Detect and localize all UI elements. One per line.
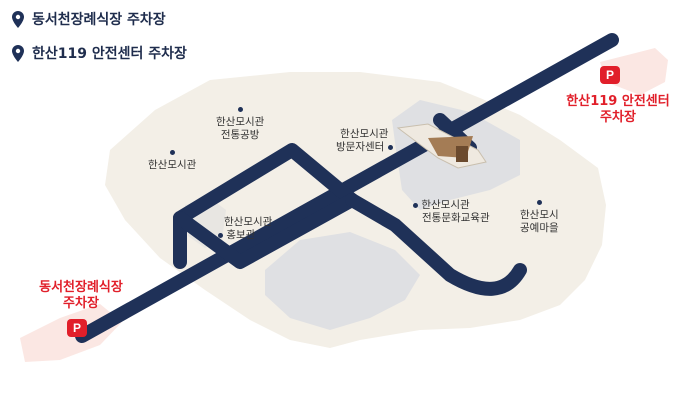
roads: [75, 33, 619, 343]
legend-item-safety-center[interactable]: 한산119 안전센터 주차장: [12, 42, 187, 64]
location-dot-icon: [387, 144, 393, 150]
parking-label-line1: 동서천장례식장: [39, 280, 123, 295]
poi-line2: 전통문화교육관: [422, 212, 490, 224]
poi-hansan-museum-pr[interactable]: 한산모시관 홍보관: [218, 216, 272, 242]
poi-line2: 방문자센터: [336, 141, 385, 153]
location-dot-icon: [536, 199, 542, 205]
poi-hansan-museum-workshop[interactable]: 한산모시관 전통공방: [216, 103, 264, 142]
poi-line1: 한산모시관: [421, 199, 470, 211]
location-dot-icon: [413, 202, 418, 208]
location-dot-icon: [218, 232, 223, 238]
poi-line1: 한산모시관: [224, 216, 273, 228]
loop-road: [173, 143, 359, 269]
parking-badge-dongseocheon[interactable]: P: [67, 319, 87, 337]
poi-line2: 홍보관: [226, 229, 256, 241]
location-dot-icon: [169, 149, 175, 155]
legend-label: 동서천장례식장 주차장: [32, 12, 166, 28]
legend-label: 한산119 안전센터 주차장: [32, 46, 187, 62]
poi-hansan-museum-edu[interactable]: 한산모시관 전통문화교육관: [413, 199, 490, 225]
map-pin-icon: [12, 10, 24, 28]
parking-label-dongseocheon[interactable]: 동서천장례식장 주차장: [26, 280, 136, 312]
parking-badge-safety-center[interactable]: P: [600, 66, 620, 84]
poi-line1: 한산모시: [520, 209, 559, 221]
parking-label-line1: 한산119 안전센터: [566, 94, 670, 109]
poi-line1: 한산모시관: [216, 116, 265, 128]
poi-hansan-craft-village[interactable]: 한산모시 공예마을: [520, 196, 559, 235]
poi-hansan-museum-visitor[interactable]: 한산모시관 방문자센터: [336, 128, 393, 154]
poi-hansan-museum[interactable]: 한산모시관: [148, 146, 196, 172]
inner-road: [173, 193, 359, 269]
poi-line1: 한산모시관: [148, 159, 197, 171]
location-dot-icon: [237, 106, 243, 112]
parking-label-line2: 주차장: [63, 296, 99, 311]
legend-item-dongseocheon[interactable]: 동서천장례식장 주차장: [12, 8, 187, 30]
parking-label-line2: 주차장: [600, 110, 636, 125]
pavilion-illustration: [396, 123, 487, 169]
poi-line2: 전통공방: [220, 129, 260, 141]
parking-label-safety-center[interactable]: 한산119 안전센터 주차장: [558, 94, 678, 126]
legend: 동서천장례식장 주차장 한산119 안전센터 주차장: [12, 8, 187, 76]
building-zone-lower: [265, 232, 420, 330]
poi-line2: 공예마을: [520, 222, 559, 234]
poi-line1: 한산모시관: [340, 128, 389, 140]
curve-road: [345, 193, 527, 296]
map-pin-icon: [12, 44, 24, 62]
